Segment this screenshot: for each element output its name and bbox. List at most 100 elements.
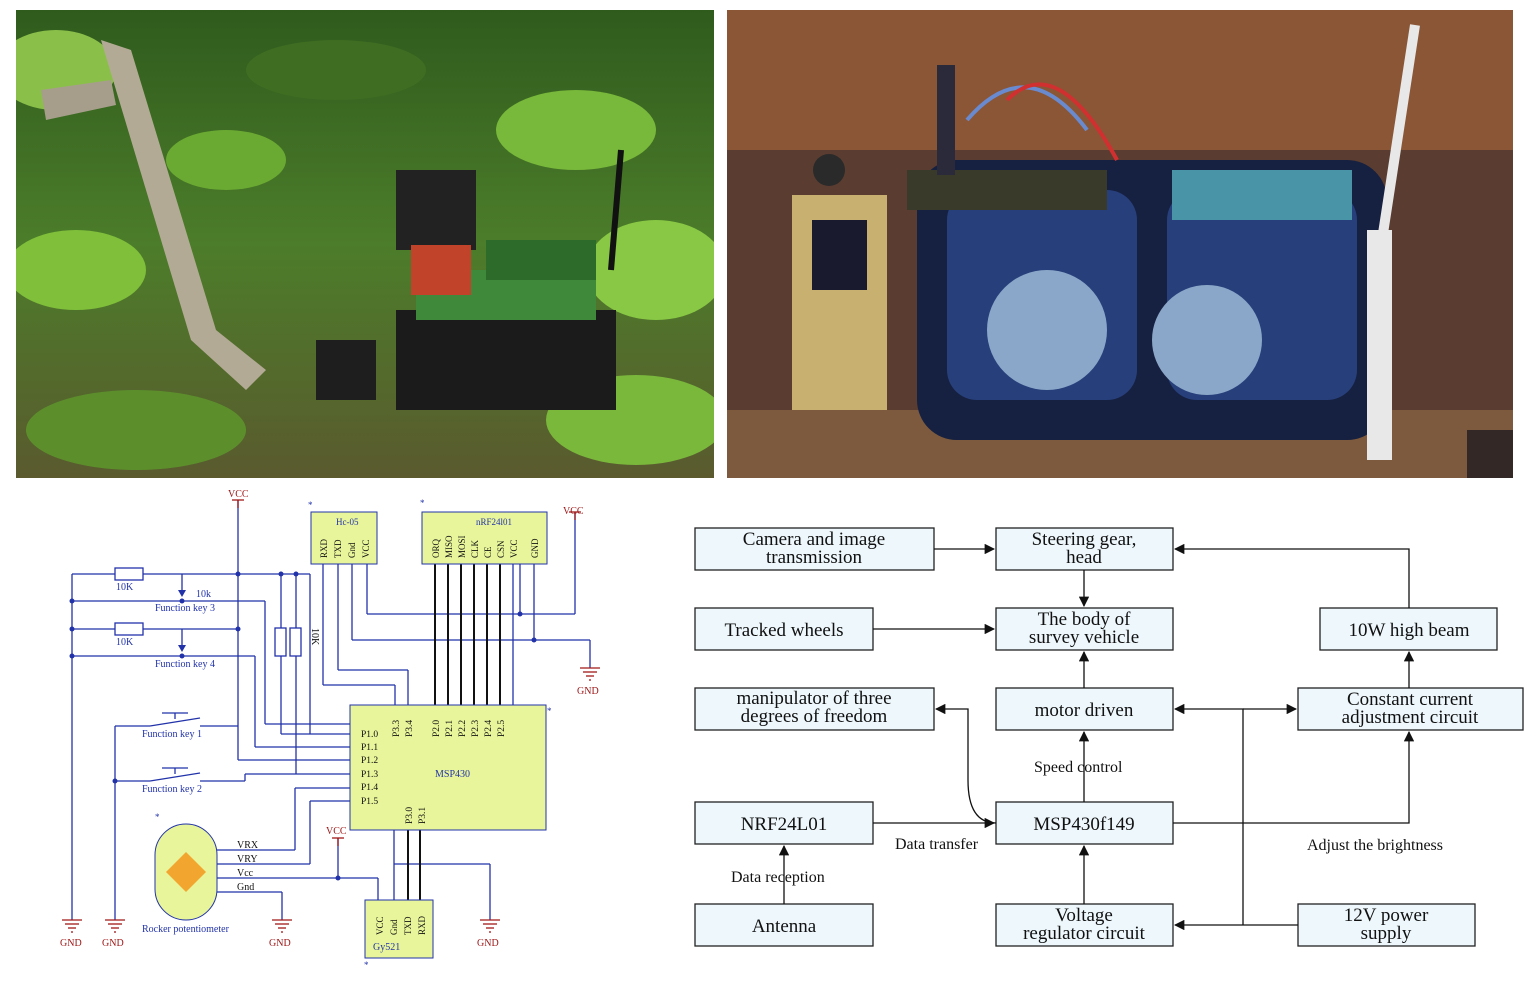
- function-key-2-label: Function key 2: [142, 784, 202, 795]
- junction-dots: [69, 571, 537, 881]
- gy521-pin-vcc: VCC: [375, 916, 385, 935]
- mcu-pin-p11: P1.1: [361, 743, 378, 753]
- pot-arrow-1: [178, 590, 186, 597]
- resistor-10k-1: [114, 567, 144, 581]
- schematic-svg: VCC VCC VCC GND GND GND GND GND 10K 10K …: [60, 489, 600, 970]
- block-diagram-svg: Speed control Data transfer Data recepti…: [694, 527, 1524, 947]
- box-tracked-text: Tracked wheels: [724, 620, 843, 641]
- nrf-pin-ce: CE: [483, 546, 493, 558]
- headset-photo-image: [727, 10, 1513, 478]
- hc05-module: [310, 511, 378, 565]
- hc05-pin-txd: TXD: [333, 539, 343, 558]
- mcu-pin-p14: P1.4: [361, 783, 378, 793]
- function-key-4-label: Function key 4: [155, 659, 215, 670]
- gnd-label-3: GND: [269, 938, 291, 949]
- rocker-label: Rocker potentiometer: [142, 924, 230, 935]
- hc05-star: *: [308, 500, 313, 510]
- box-beam-text: 10W high beam: [1348, 620, 1469, 641]
- gy521-title: Gy521: [373, 942, 400, 953]
- mcu-pin-p23: P2.3: [471, 720, 481, 737]
- box-constant: [1297, 687, 1524, 731]
- function-key-1-label: Function key 1: [142, 729, 202, 740]
- hc05-pin-vcc: VCC: [361, 539, 371, 558]
- mcu-pin-p21: P2.1: [445, 720, 455, 737]
- pot-label: 10k: [196, 589, 211, 600]
- resistor-10k-2: [114, 622, 144, 636]
- circuit-schematic: VCC VCC VCC GND GND GND GND GND 10K 10K …: [0, 484, 680, 981]
- rocker-knob: [166, 852, 206, 892]
- box-power: [1297, 903, 1476, 947]
- mcu-pin-p20: P2.0: [432, 720, 442, 737]
- mcu-pin-p24: P2.4: [484, 720, 494, 737]
- vcc-symbols: [232, 499, 581, 846]
- vcc-label-3: VCC: [326, 826, 347, 837]
- rocker-pin-vcc: Vcc: [237, 868, 254, 879]
- nrf-module: [421, 511, 548, 565]
- vcc-label-1: VCC: [228, 489, 249, 500]
- mcu-pin-p33: P3.3: [392, 720, 402, 737]
- hc05-pin-gnd: Gnd: [347, 542, 357, 558]
- nrf-pin-miso: MISO: [444, 535, 454, 558]
- resistor-vertical-label: 10K: [309, 628, 320, 646]
- arrow-msp-manipulator: [934, 703, 997, 824]
- gnd-label-4: GND: [477, 938, 499, 949]
- mcu-pin-p34: P3.4: [405, 720, 415, 737]
- rocker-pin-gnd: Gnd: [237, 882, 254, 893]
- resistor-1-label: 10K: [116, 582, 134, 593]
- box-msp-text: MSP430f149: [1033, 814, 1134, 835]
- box-motor: [995, 687, 1174, 731]
- hc05-title: Hc-05: [336, 517, 359, 527]
- msp430-star: *: [547, 706, 552, 716]
- mcu-pin-p22: P2.2: [458, 720, 468, 737]
- box-nrf: [694, 801, 874, 845]
- system-block-diagram: Speed control Data transfer Data recepti…: [680, 484, 1536, 981]
- box-voltage: [995, 903, 1174, 947]
- box-body: [995, 607, 1174, 651]
- mcu-pin-p12: P1.2: [361, 756, 378, 766]
- box-camera: [694, 527, 935, 571]
- mcu-pin-p13: P1.3: [361, 770, 378, 780]
- gy521-pin-rxd: RXD: [417, 915, 427, 935]
- arrow-power-motor: [1173, 703, 1244, 925]
- nrf-pin-vcc: VCC: [509, 539, 519, 558]
- gnd-label-2: GND: [102, 938, 124, 949]
- nrf-pin-csn: CSN: [496, 540, 506, 558]
- nrf-star: *: [420, 498, 425, 508]
- mcu-pin-p31: P3.1: [418, 807, 428, 824]
- arrow-beam-steering: [1173, 543, 1410, 608]
- resistor-vertical-a: [274, 627, 287, 657]
- msp430-title: MSP430: [435, 769, 470, 780]
- arrow-msp-constant: [1173, 730, 1415, 824]
- mcu-pin-p25: P2.5: [497, 720, 507, 737]
- gy521-pin-txd: TXD: [403, 916, 413, 935]
- pushbutton-2: [149, 767, 201, 782]
- label-data-reception: Data reception: [731, 869, 825, 886]
- rocker-star: *: [155, 812, 160, 822]
- headset-photo: [727, 10, 1513, 478]
- mcu-pin-p10: P1.0: [361, 730, 378, 740]
- thick-wires: [407, 563, 501, 900]
- gy521-pin-gnd: Gnd: [389, 919, 399, 935]
- robot-photo: [0, 10, 726, 478]
- gy521-module: [364, 899, 434, 959]
- mcu-pin-p30: P3.0: [405, 807, 415, 824]
- function-key-3-label: Function key 3: [155, 603, 215, 614]
- hc05-pin-rxd: RXD: [319, 538, 329, 558]
- nrf-pin-orq: ORQ: [431, 538, 441, 558]
- box-tracked: [694, 607, 874, 651]
- box-manipulator: [694, 687, 935, 731]
- resistor-2-label: 10K: [116, 637, 134, 648]
- resistor-vertical-b: [289, 627, 302, 657]
- robot-photo-image: [0, 10, 726, 478]
- box-antenna-text: Antenna: [752, 916, 817, 937]
- mcu-pin-p15: P1.5: [361, 797, 378, 807]
- rocker-pin-vrx: VRX: [237, 840, 259, 851]
- nrf-title: nRF24l01: [476, 517, 512, 527]
- box-steering-text: Steering gear,head: [1032, 529, 1137, 568]
